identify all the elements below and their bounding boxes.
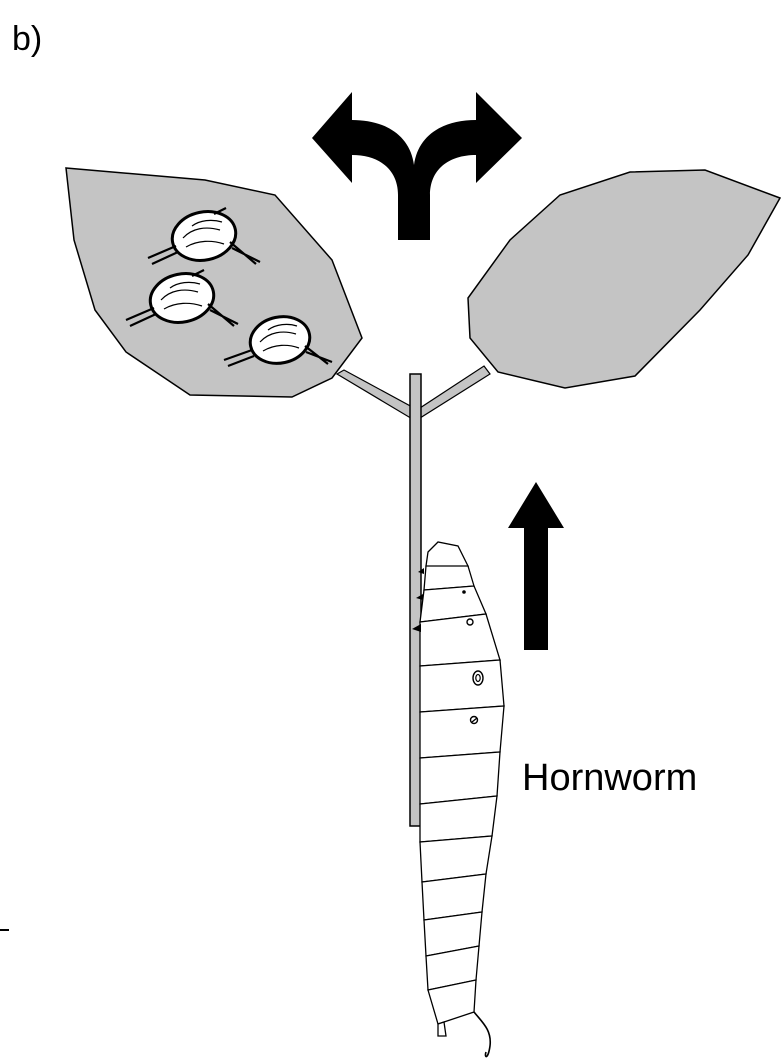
left-petiole xyxy=(337,370,414,420)
split-arrow-icon xyxy=(312,92,522,240)
organism-label: Hornworm xyxy=(522,757,697,799)
right-leaf xyxy=(468,170,780,388)
edge-mark xyxy=(0,929,9,931)
hornworm-caterpillar-icon xyxy=(412,542,504,1057)
right-petiole xyxy=(420,366,490,418)
up-arrow-icon xyxy=(508,482,564,650)
left-leaf xyxy=(66,168,362,397)
panel-label: b) xyxy=(12,20,42,58)
